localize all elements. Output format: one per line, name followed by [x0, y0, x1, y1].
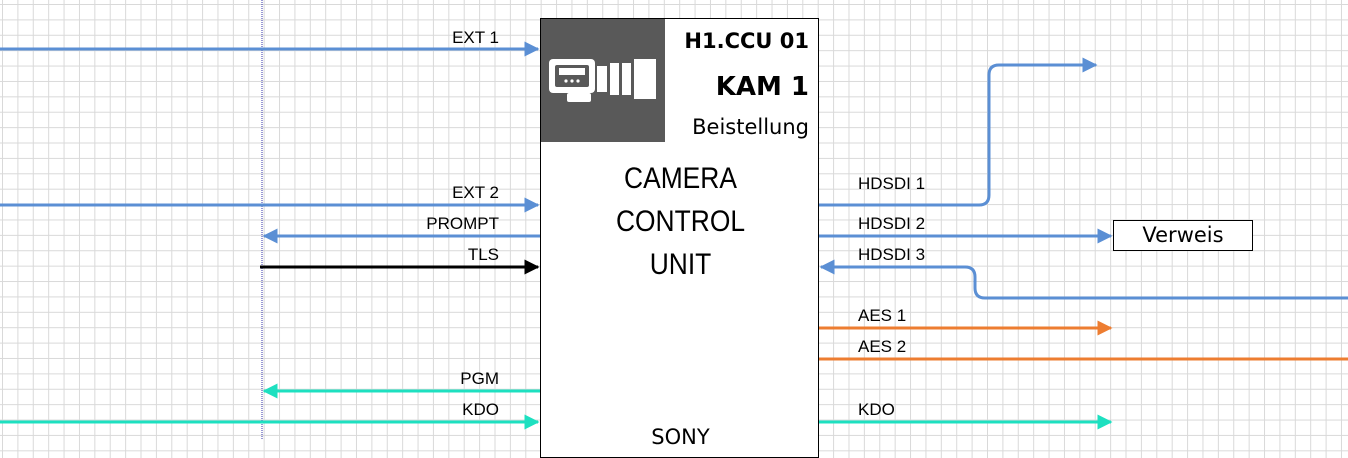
kdo-in-label: KDO [462, 400, 499, 419]
ext2-label: EXT 2 [452, 183, 499, 202]
aes1-label: AES 1 [858, 306, 906, 325]
kdo-out-label: KDO [858, 400, 895, 419]
hdsdi2-label: HDSDI 2 [858, 214, 925, 233]
aes2-label: AES 2 [858, 337, 906, 356]
camera-icon [549, 59, 656, 102]
device-title-line2: UNIT [649, 248, 712, 281]
hdsdi1-label: HDSDI 1 [858, 174, 925, 193]
hdsdi3-line[interactable] [819, 259, 1348, 300]
ext1-label: EXT 1 [452, 28, 499, 47]
hdsdi1-line[interactable] [819, 57, 1098, 207]
camera-control-unit-block[interactable]: H1.CCU 01 KAM 1 Beistellung CAMERA CONTR… [540, 18, 819, 458]
device-title-line1: CAMERA CONTROL [615, 162, 746, 238]
device-title: CAMERA CONTROL UNIT [558, 157, 804, 286]
prompt-label: PROMPT [426, 214, 499, 233]
camera-name: KAM 1 [715, 72, 809, 102]
device-id: H1.CCU 01 [684, 29, 809, 53]
device-status: Beistellung [692, 115, 809, 139]
device-icon-box [541, 19, 665, 142]
device-vendor: SONY [651, 425, 710, 449]
signal-diagram: EXT 1 EXT 2 PROMPT TLS PGM KDO HDSDI 1 H… [0, 0, 1348, 440]
reference-box[interactable]: Verweis [1113, 220, 1253, 251]
hdsdi3-label: HDSDI 3 [858, 245, 925, 264]
tls-label: TLS [468, 245, 499, 264]
pgm-label: PGM [460, 369, 499, 388]
